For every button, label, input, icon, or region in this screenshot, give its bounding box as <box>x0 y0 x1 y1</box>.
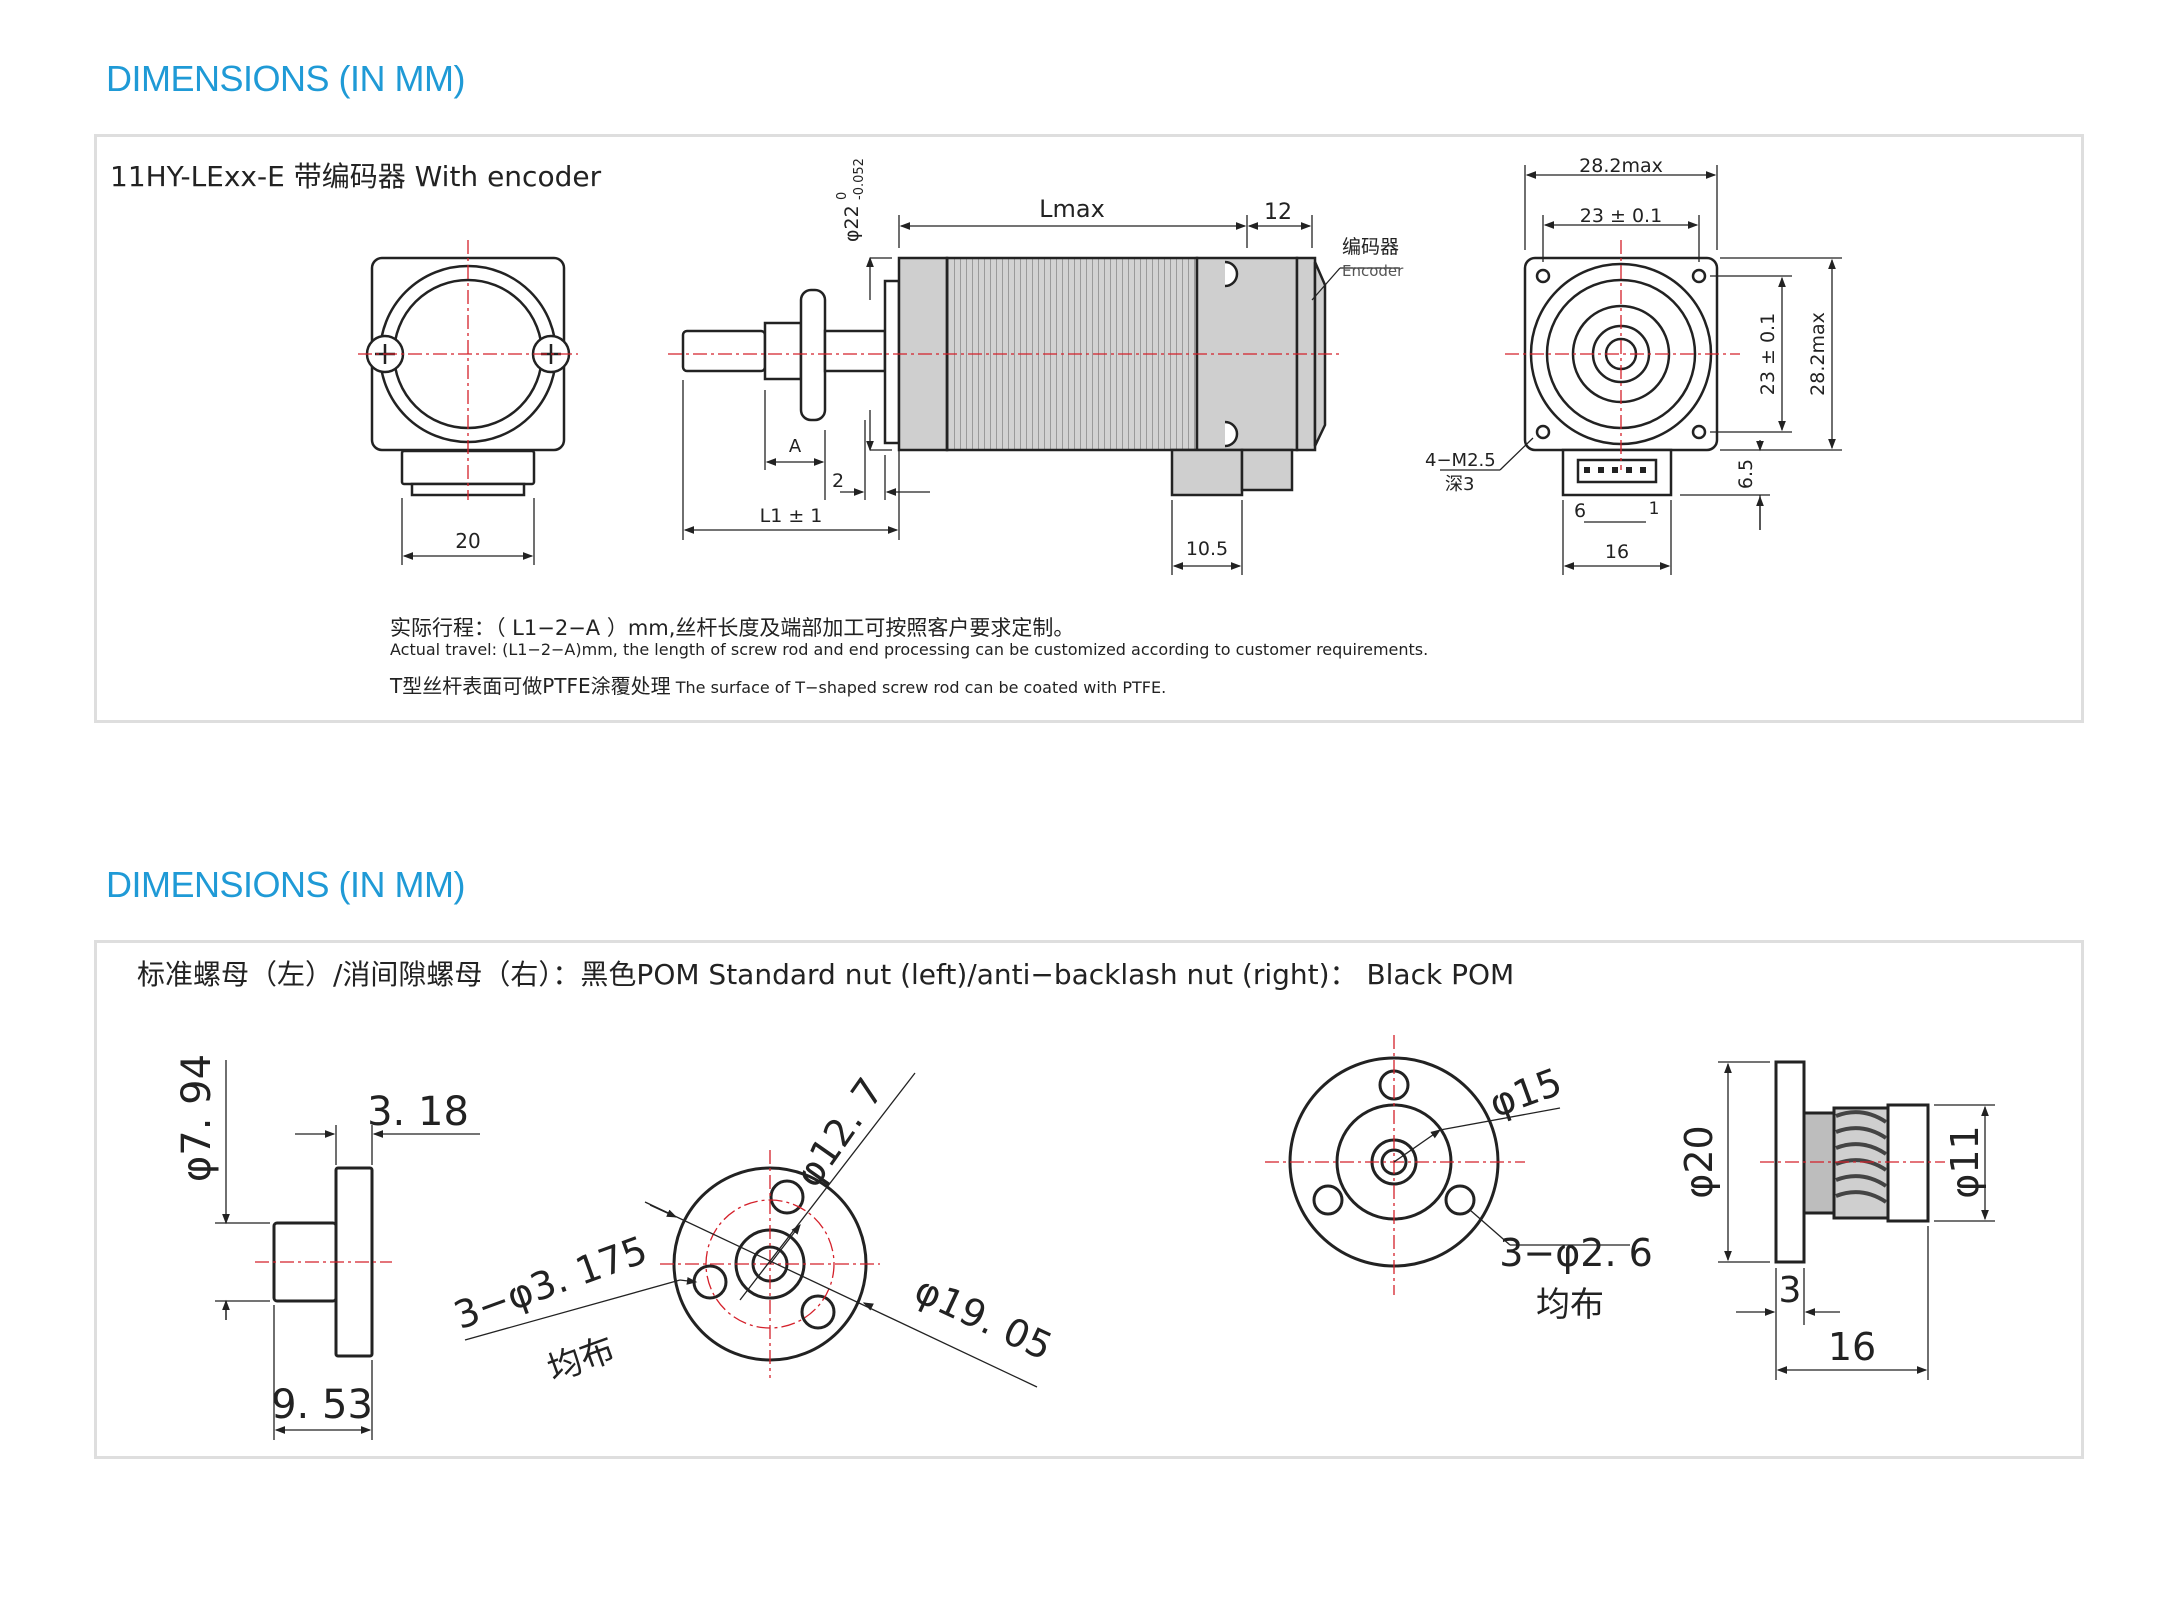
note-actual-travel-cn: 实际行程：（ L1−2−A ）mm,丝杆长度及端部加工可按照客户要求定制。 <box>390 616 1075 640</box>
note-ptfe-cn: T型丝杆表面可做PTFE涂覆处理 <box>390 674 671 698</box>
note-ptfe-en: The surface of T−shaped screw rod can be… <box>670 678 1167 697</box>
dim-3-phi3-175: 3−φ3. 175 <box>448 1228 653 1338</box>
anti-backlash-nut-dimension-lines <box>1393 1107 1630 1246</box>
dim-2: 2 <box>832 470 844 492</box>
panel1-heading: 11HY-LExx-E 带编码器 With encoder <box>110 160 602 193</box>
dim-6-5: 6.5 <box>1735 459 1757 489</box>
label-encoder-cn: 编码器 <box>1342 236 1399 258</box>
label-even-2: 均布 <box>1536 1285 1604 1325</box>
note-actual-travel-en: Actual travel: (L1−2−A)mm, the length of… <box>390 640 1429 659</box>
dim-l1: L1 ± 1 <box>760 505 823 527</box>
spring-coils <box>1835 1110 1888 1204</box>
dim-a: A <box>789 436 802 457</box>
side-view-dimension-lines <box>682 215 1400 575</box>
dim-phi15: φ15 <box>1484 1060 1568 1126</box>
dim-phi22-tol-upper: 0 <box>835 192 850 200</box>
standard-nut-side-view <box>272 1166 374 1358</box>
rear-view-dimension-lines <box>1440 165 1842 575</box>
label-pin-1: 1 <box>1649 499 1660 519</box>
label-4-m2-5: 4−M2.5 <box>1425 450 1496 471</box>
rear-view-centerlines <box>1505 240 1740 470</box>
anti-backlash-side-dimension-lines <box>1718 1061 1995 1380</box>
dim-phi22-group: φ22 0 -0.052 <box>835 158 867 242</box>
label-even-1: 均布 <box>542 1329 620 1390</box>
dim-phi11: φ11 <box>1943 1125 1987 1198</box>
dim-3: 3 <box>1779 1270 1802 1311</box>
connector-pins <box>1584 467 1646 473</box>
standard-nut-dimension-lines <box>215 1060 480 1440</box>
dim-phi12-7: φ12. 7 <box>786 1070 892 1195</box>
label-pin-6: 6 <box>1574 500 1586 522</box>
motor-side-view <box>681 256 1327 497</box>
dim-16-nut: 16 <box>1828 1325 1876 1369</box>
dim-phi19-05: φ19. 05 <box>908 1267 1059 1369</box>
dim-10-5: 10.5 <box>1186 538 1228 560</box>
dim-front-width: 20 <box>455 529 480 553</box>
front-view-centerlines <box>358 240 578 500</box>
label-encoder-en: Encoder <box>1342 262 1404 280</box>
dim-23-tol: 23 ± 0.1 <box>1580 205 1662 227</box>
section2-title: DIMENSIONS (IN MM) <box>106 864 465 905</box>
panel-nut-dimensions: 标准螺母（左）/消间隙螺母（右）：黑色POM Standard nut (lef… <box>94 940 2084 1459</box>
panel2-heading: 标准螺母（左）/消间隙螺母（右）：黑色POM Standard nut (lef… <box>137 958 1515 991</box>
dim-9-53: 9. 53 <box>271 1382 373 1428</box>
dim-28-2max-vertical: 28.2max <box>1807 312 1829 396</box>
dim-phi20: φ20 <box>1677 1125 1721 1198</box>
dim-3-18: 3. 18 <box>367 1089 469 1135</box>
dim-lmax: Lmax <box>1039 195 1105 223</box>
dim-23-tol-vertical: 23 ± 0.1 <box>1757 313 1779 395</box>
dim-28-2max: 28.2max <box>1579 155 1663 177</box>
standard-nut-front-dimension-lines <box>464 1072 1038 1388</box>
dim-phi22: φ22 <box>841 205 863 242</box>
dim-phi7-94: φ7. 94 <box>174 1054 220 1182</box>
section1-title: DIMENSIONS (IN MM) <box>106 58 465 99</box>
note-ptfe: T型丝杆表面可做PTFE涂覆处理 The surface of T−shaped… <box>390 670 1166 699</box>
label-deep3: 深3 <box>1445 474 1474 495</box>
dim-3-phi2-6: 3−φ2. 6 <box>1499 1231 1653 1275</box>
anti-backlash-nut-centerlines <box>1265 1035 1525 1295</box>
dim-16-rear: 16 <box>1605 541 1629 563</box>
dim-12: 12 <box>1264 200 1292 225</box>
dim-phi22-tol-lower: -0.052 <box>852 158 867 200</box>
